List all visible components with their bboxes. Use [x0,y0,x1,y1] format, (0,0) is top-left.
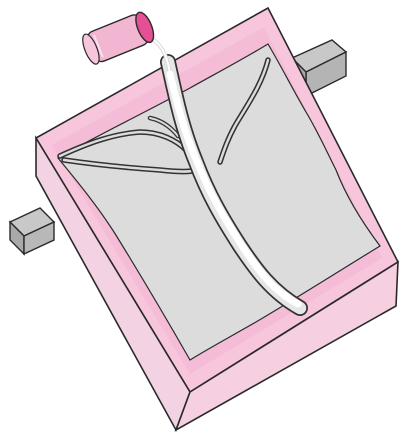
beaker-icon [82,11,155,65]
water-stream [152,38,302,308]
support-bar-front [8,207,56,256]
